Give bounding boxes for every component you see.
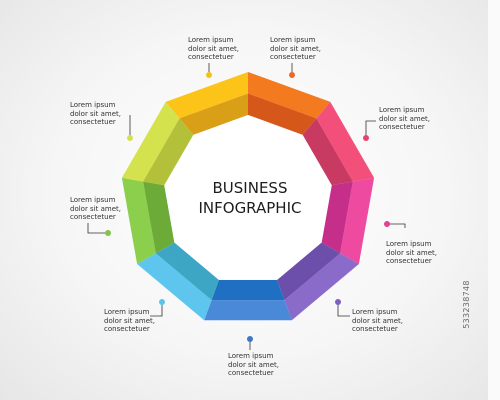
marker-dot-right-upper	[363, 135, 369, 141]
callout-line: dolor sit amet,	[188, 44, 240, 53]
callout-line: consectetuer	[188, 53, 234, 62]
segment-shade-right-upper	[302, 118, 353, 186]
watermark-strip: 533238748	[462, 0, 500, 400]
marker-dot-right-lower	[384, 221, 390, 227]
callout-line: Lorem ipsum	[386, 240, 432, 248]
title-line-2: INFOGRAPHIC	[198, 199, 302, 217]
callout-line: dolor sit amet,	[70, 204, 122, 213]
watermark-id: 533238748	[461, 280, 471, 329]
marker-dot-top-left	[206, 72, 212, 78]
callout-line: consectetuer	[386, 257, 432, 266]
segment-top-right	[248, 72, 331, 135]
segment-shade-bottom-left	[155, 242, 219, 301]
callout-line: dolor sit amet,	[379, 114, 431, 123]
callout-top-left: Lorem ipsum dolor sit amet, consectetuer	[188, 36, 268, 62]
segment-right-upper	[302, 101, 375, 186]
callout-line: Lorem ipsum	[228, 352, 274, 360]
segment-face-right-upper	[316, 101, 375, 182]
callout-right-upper: Lorem ipsum dolor sit amet, consectetuer	[379, 106, 459, 132]
leader-line-right-lower	[387, 223, 406, 228]
segment-face-top-right	[248, 72, 331, 119]
segment-bottom	[204, 279, 292, 321]
leader-line-bottom-right	[337, 302, 350, 317]
callout-line: dolor sit amet,	[386, 248, 438, 257]
callout-line: Lorem ipsum	[188, 36, 234, 44]
segment-shade-left-upper	[143, 118, 194, 186]
segment-left-upper	[121, 101, 194, 186]
callout-top-right: Lorem ipsum dolor sit amet, consectetuer	[270, 36, 350, 62]
segment-face-bottom	[204, 300, 292, 321]
center-panel	[164, 115, 332, 280]
callout-bottom: Lorem ipsum dolor sit amet, consectetuer	[228, 352, 308, 378]
segment-shade-bottom	[211, 279, 285, 301]
callout-line: Lorem ipsum	[379, 106, 425, 114]
callout-line: consectetuer	[104, 325, 150, 334]
segment-face-bottom-left	[137, 253, 212, 321]
segment-face-left-upper	[121, 101, 180, 182]
diagram-title: BUSINESS INFOGRAPHIC	[150, 178, 350, 218]
callout-right-lower: Lorem ipsum dolor sit amet, consectetuer	[386, 240, 466, 266]
callout-line: consectetuer	[228, 369, 274, 378]
segment-left-lower	[121, 177, 175, 264]
title-line-1: BUSINESS	[212, 179, 288, 197]
segment-top-left	[165, 72, 248, 135]
segment-right-lower	[321, 177, 375, 264]
callout-line: dolor sit amet,	[228, 360, 280, 369]
marker-dot-bottom-left	[159, 299, 165, 305]
callout-line: Lorem ipsum	[352, 308, 398, 316]
callout-left-lower: Lorem ipsum dolor sit amet, consectetuer	[70, 196, 150, 222]
callout-bottom-right: Lorem ipsum dolor sit amet, consectetuer	[352, 308, 432, 334]
callout-line: Lorem ipsum	[70, 196, 116, 204]
leader-line-bottom-left	[150, 302, 163, 317]
marker-dot-top-right	[289, 72, 295, 78]
callout-bottom-left: Lorem ipsum dolor sit amet, consectetuer	[104, 308, 184, 334]
segment-shade-left-lower	[143, 181, 175, 254]
marker-dot-left-upper	[127, 135, 133, 141]
segment-face-right-lower	[340, 177, 375, 264]
callout-line: dolor sit amet,	[104, 316, 156, 325]
segment-shade-right-lower	[321, 181, 353, 254]
segment-face-top-left	[165, 72, 248, 119]
callout-line: consectetuer	[270, 53, 316, 62]
marker-dot-bottom	[247, 336, 253, 342]
segment-shade-top-right	[248, 93, 317, 135]
callout-line: dolor sit amet,	[352, 316, 404, 325]
callout-line: Lorem ipsum	[270, 36, 316, 44]
marker-dot-left-lower	[105, 230, 111, 236]
callout-line: consectetuer	[70, 213, 116, 222]
callout-line: Lorem ipsum	[104, 308, 150, 316]
segment-bottom-left	[137, 242, 219, 321]
callout-line: consectetuer	[379, 123, 425, 132]
leader-line-right-upper	[365, 120, 376, 138]
segment-bottom-right	[277, 242, 359, 321]
callout-left-upper: Lorem ipsum dolor sit amet, consectetuer	[70, 101, 150, 127]
segment-shade-bottom-right	[277, 242, 341, 301]
callout-line: consectetuer	[70, 118, 116, 127]
marker-dot-bottom-right	[335, 299, 341, 305]
callout-line: dolor sit amet,	[70, 109, 122, 118]
segment-face-left-lower	[121, 177, 156, 264]
segment-face-bottom-right	[284, 253, 359, 321]
callout-line: consectetuer	[352, 325, 398, 334]
segment-shade-top-left	[179, 93, 248, 135]
callout-line: Lorem ipsum	[70, 101, 116, 109]
callout-line: dolor sit amet,	[270, 44, 322, 53]
leader-line-left-lower	[87, 223, 108, 234]
